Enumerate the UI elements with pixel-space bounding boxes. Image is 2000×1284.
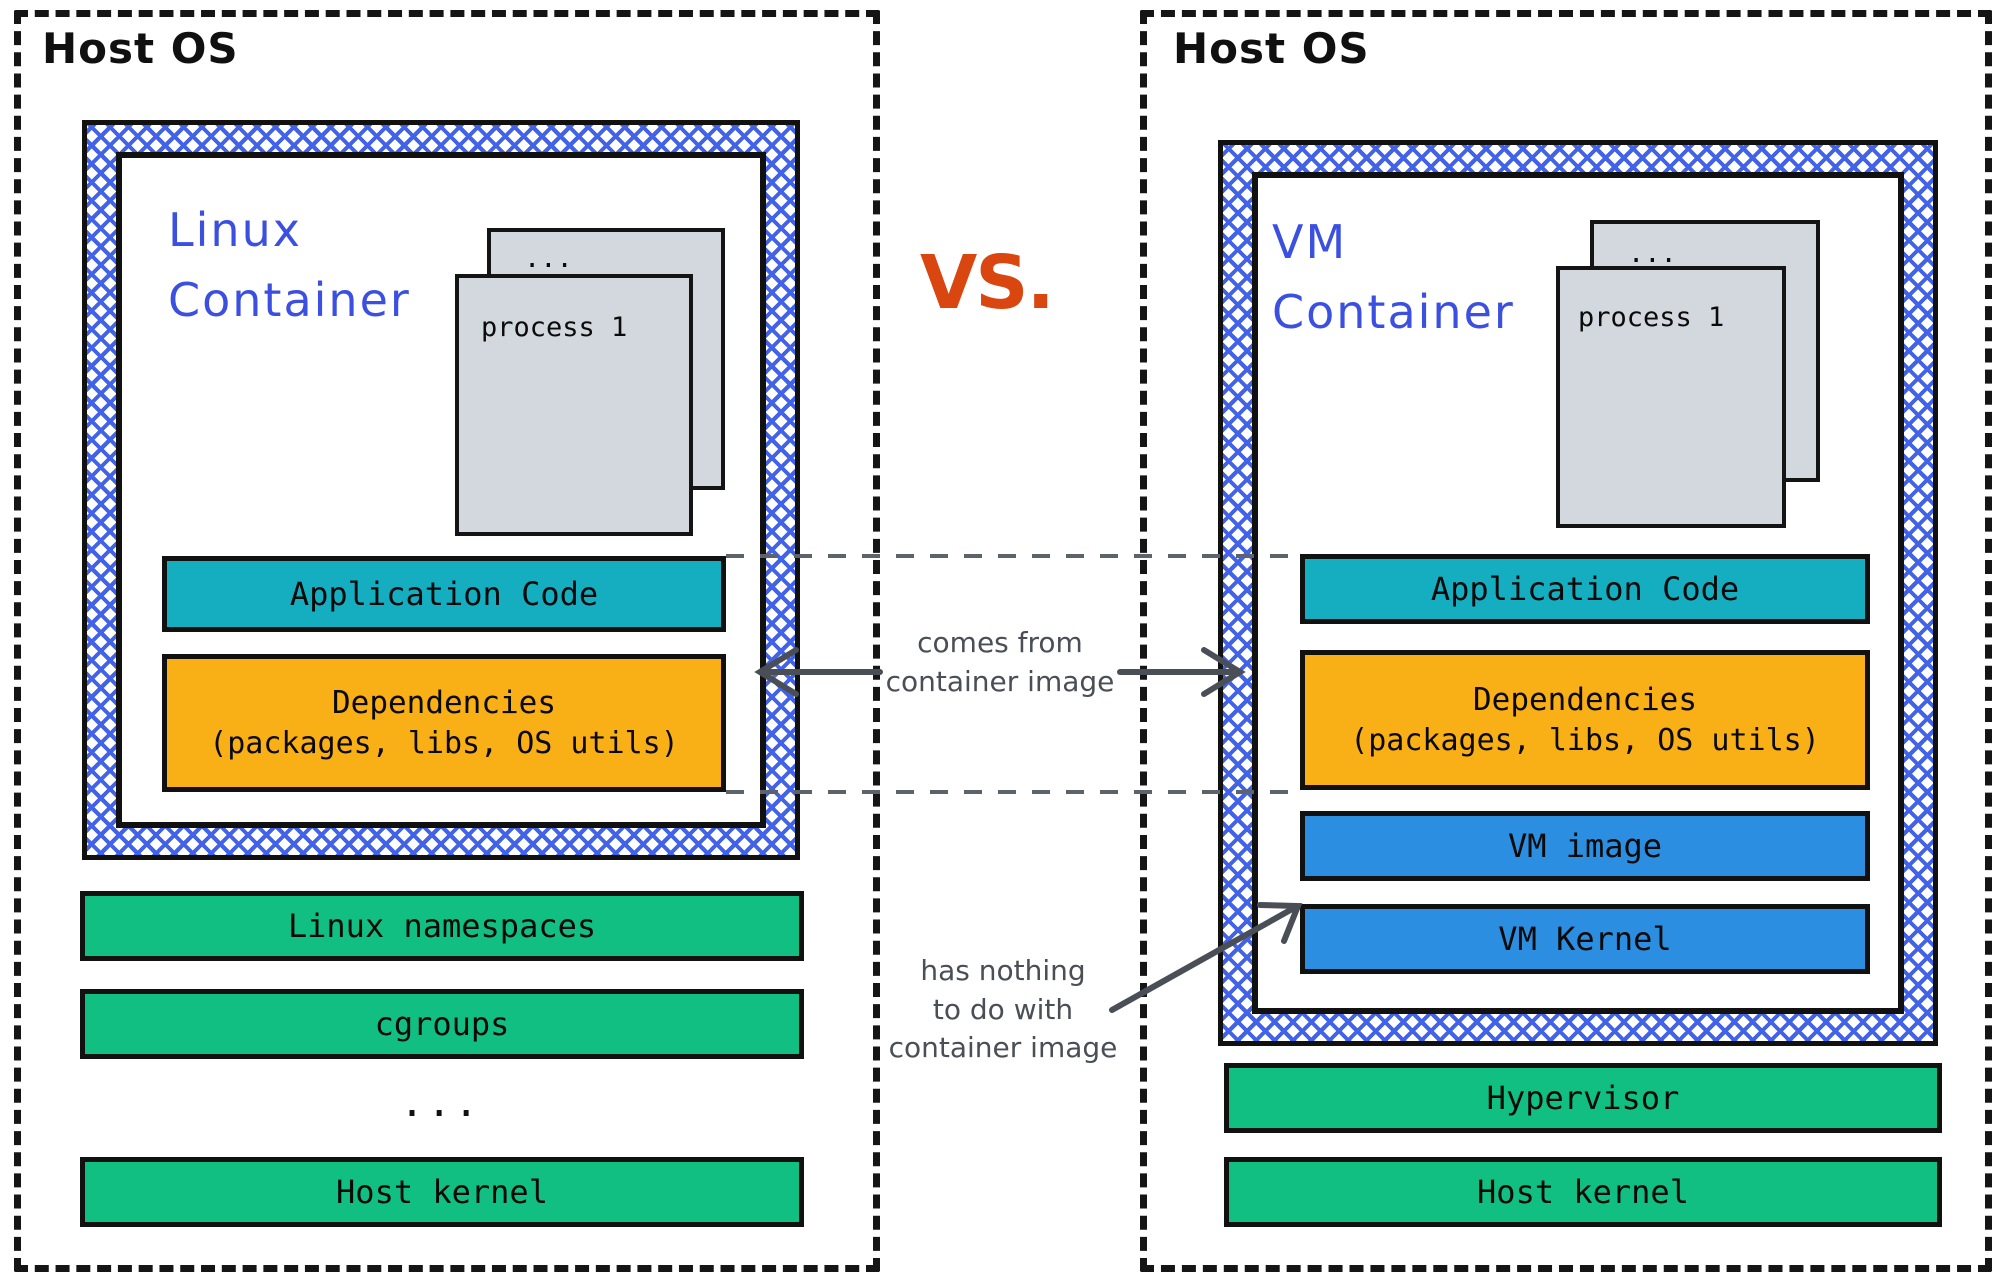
- process-card-front-right: [1556, 266, 1786, 528]
- comes-from-container-image-note: comes from container image: [885, 626, 1115, 698]
- stack-bar-vm-image: VM image: [1300, 811, 1870, 881]
- has-nothing-to-do-note: has nothing to do with container image: [888, 954, 1118, 1065]
- host-os-panel-left: [14, 10, 880, 1272]
- process-card-front-label-right: process 1: [1578, 302, 1725, 333]
- host-os-panel-right: [1140, 10, 1992, 1272]
- stack-bar-hypervisor: Hypervisor: [1224, 1063, 1942, 1133]
- stack-bar-sublabel: (packages, libs, OS utils): [1350, 722, 1820, 758]
- stack-bar-label: Host kernel: [336, 1172, 548, 1211]
- stack-bar-host-kernel-right: Host kernel: [1224, 1157, 1942, 1227]
- stack-bar-label: VM image: [1507, 826, 1663, 865]
- stack-bar-label: Dependencies: [1473, 681, 1697, 718]
- ellipsis-left: ...: [400, 1080, 482, 1126]
- stack-bar-dependencies-right: Dependencies (packages, libs, OS utils): [1300, 650, 1870, 790]
- stack-bar-sublabel: (packages, libs, OS utils): [209, 725, 679, 761]
- stack-bar-label: Host kernel: [1477, 1172, 1689, 1211]
- stack-bar-application-code-right: Application Code: [1300, 554, 1870, 624]
- stack-bar-host-kernel-left: Host kernel: [80, 1157, 804, 1227]
- vm-container-label: VM Container: [1272, 215, 1515, 339]
- stack-bar-cgroups: cgroups: [80, 989, 804, 1059]
- host-os-title-left: Host OS: [42, 24, 239, 73]
- stack-bar-application-code-left: Application Code: [162, 556, 726, 632]
- stack-bar-label: cgroups: [374, 1004, 510, 1043]
- vs-label: VS.: [920, 240, 1055, 326]
- stack-bar-dependencies-left: Dependencies (packages, libs, OS utils): [162, 654, 726, 792]
- host-os-title-right: Host OS: [1173, 24, 1370, 73]
- process-card-front-left: [455, 274, 693, 536]
- stack-bar-label: Application Code: [1430, 569, 1740, 608]
- stack-bar-label: Dependencies: [332, 684, 556, 721]
- stack-bar-vm-kernel: VM Kernel: [1300, 904, 1870, 974]
- stack-bar-label: Linux namespaces: [287, 906, 597, 945]
- process-card-back-label-left: ...: [524, 243, 573, 274]
- stack-bar-label: Application Code: [289, 574, 599, 613]
- stack-bar-label: VM Kernel: [1498, 919, 1672, 958]
- stack-bar-linux-namespaces: Linux namespaces: [80, 891, 804, 961]
- stack-bar-label: Hypervisor: [1486, 1078, 1680, 1117]
- process-card-front-label-left: process 1: [481, 312, 628, 343]
- process-card-back-label-right: ...: [1628, 238, 1677, 269]
- linux-container-label: Linux Container: [168, 203, 411, 327]
